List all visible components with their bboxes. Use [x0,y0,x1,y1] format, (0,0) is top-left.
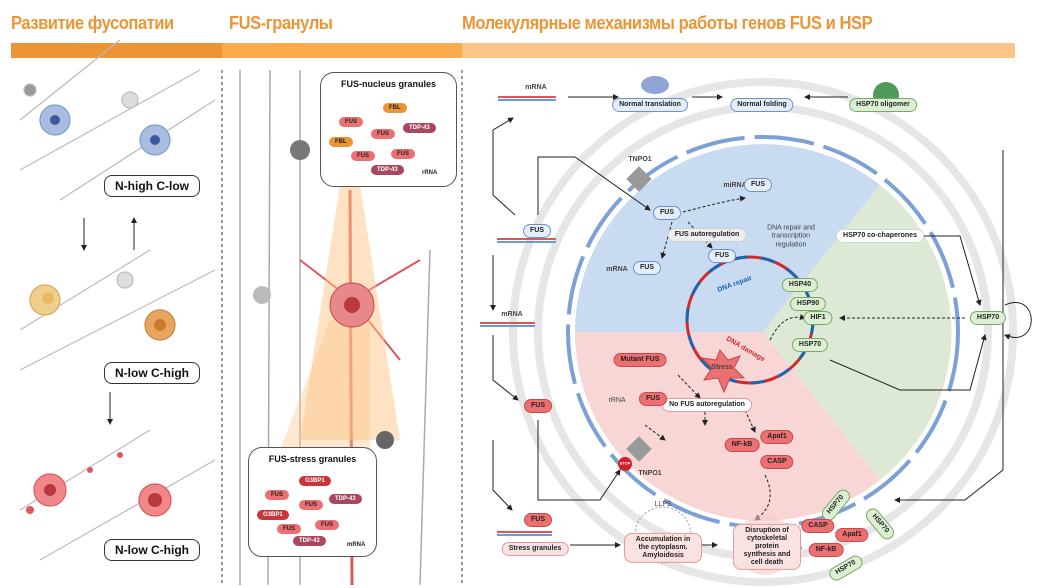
apaf1-node: Apaf1 [835,527,869,543]
tnpo1-channel-icon [626,166,652,192]
mrna-label: mRNA [501,310,523,318]
protein-fbl: FBL [329,137,353,147]
accumulation-node: Accumulation in the cytoplasm. Amyloidos… [624,532,702,564]
section-bar-fusopathy [11,43,222,58]
protein-fus: FUS [299,500,323,510]
neuron-panel-disease [19,429,216,561]
ribosome-icon [641,76,669,94]
fus-node: FUS [633,260,661,276]
neuron [376,431,394,449]
section-title-granules: FUS-гранулы [229,13,333,33]
mirna-label: miRNA [723,181,747,189]
mrna-icon [498,96,556,101]
hsp70-oligomer-node: HSP70 oligomer [849,97,917,113]
fus-node: FUS [524,398,552,414]
tnpo1-label: TNPO1 [628,155,652,163]
stress-label: Stress [711,363,733,371]
section-title-mechanisms: Молекулярные механизмы работы генов FUS … [462,13,873,33]
neuron [290,140,310,160]
hsp70-node: HSP70 [791,337,829,353]
casp-node: CASP [760,454,794,470]
section-bar-granules [222,43,462,58]
no-fus-autoregulation-node: No FUS autoregulation [662,397,752,413]
mrna-icon [497,238,556,243]
stress-granules-box: FUS-stress granules G3BP1 FUS FUS TDP-43… [248,447,377,557]
fus-node: FUS [524,512,552,528]
protein-tdp43: TDP-43 [371,165,404,175]
fus-node: FUS [744,177,772,193]
nucleus-hsp-sector [763,185,952,480]
rrna-label: rRNA [608,396,626,404]
neuron-panel-intermediate [19,249,216,371]
stage-label: N-low C-high [104,362,200,384]
nfkb-node: NF-kB [724,437,760,453]
protein-g3bp1: G3BP1 [299,476,331,486]
protein-fus: FUS [351,151,375,161]
mutant-fus-node: Mutant FUS [613,352,667,368]
protein-fus: FUS [371,129,395,139]
hsp70-cochaperones-node: HSP70 co-chaperones [836,228,924,244]
pathway-arrows [490,94,1032,548]
protein-fbl: FBL [383,103,407,113]
tnpo1-channel-icon [626,436,652,462]
neuron-nucleus [344,297,360,313]
protein-fus: FUS [391,149,415,159]
stress-burst-icon [700,349,746,394]
fus-node: FUS [708,248,736,264]
mrna-icon [497,531,552,536]
dna-repair-regulation-label: DNA repair and transcription regulation [767,224,815,249]
mrna-icon [480,322,535,327]
protein-fus: FUS [339,117,363,127]
fus-node: FUS [653,205,681,221]
mrna-label: mRNA [525,83,547,91]
tnpo1-label: TNPO1 [638,469,662,477]
neuron-panel-healthy [19,39,216,201]
hsp40-node: HSP40 [781,277,819,293]
disruption-node: Disruption of cytoskeletal protein synth… [733,523,801,571]
hif1-node: HIF1 [803,310,833,326]
protein-fus: FUS [277,524,301,534]
stage-label: N-high C-low [104,175,200,197]
llps-label: LLPS [654,500,672,508]
protein-fus: FUS [265,490,289,500]
section-title-fusopathy: Развитие фусопатии [11,13,174,33]
neuron [253,286,271,304]
nucleus-disease-sector [574,332,880,521]
casp-node: CASP [801,518,835,534]
apaf1-node: Apaf1 [760,429,794,445]
protein-tdp43: TDP-43 [403,123,436,133]
fus-node: FUS [523,223,551,239]
rrna-label: rRNA [422,170,438,176]
protein-tdp43: TDP-43 [329,494,362,504]
mrna-label: mRNA [347,542,366,548]
protein-g3bp1: G3BP1 [257,510,289,520]
stress-granules-node: Stress granules [501,541,569,557]
hsp90-node: HSP90 [789,296,827,312]
stop-sign-icon [618,457,632,471]
fus-autoregulation-node: FUS autoregulation [667,227,747,243]
section-bar-mechanisms [462,43,1015,58]
stop-label: STOP [619,460,631,466]
zoom-cone [280,320,370,450]
normal-folding-node: Normal folding [730,97,794,113]
protein-fus: FUS [315,520,339,530]
nucleus-granules-box: FUS-nucleus granules FBL FUS TDP-43 FBL … [320,72,457,187]
stress-granules-title: FUS-stress granules [268,454,357,464]
nucleus-granules-title: FUS-nucleus granules [340,79,437,89]
protein-tdp43: TDP-43 [293,536,326,546]
stage-label: N-low C-high [104,539,200,561]
nfkb-node: NF-kB [808,542,844,558]
mrna-label: mRNA [606,265,628,273]
normal-translation-node: Normal translation [612,97,688,113]
fus-node: FUS [639,391,667,407]
hsp70-hub-node: HSP70 [969,310,1007,326]
